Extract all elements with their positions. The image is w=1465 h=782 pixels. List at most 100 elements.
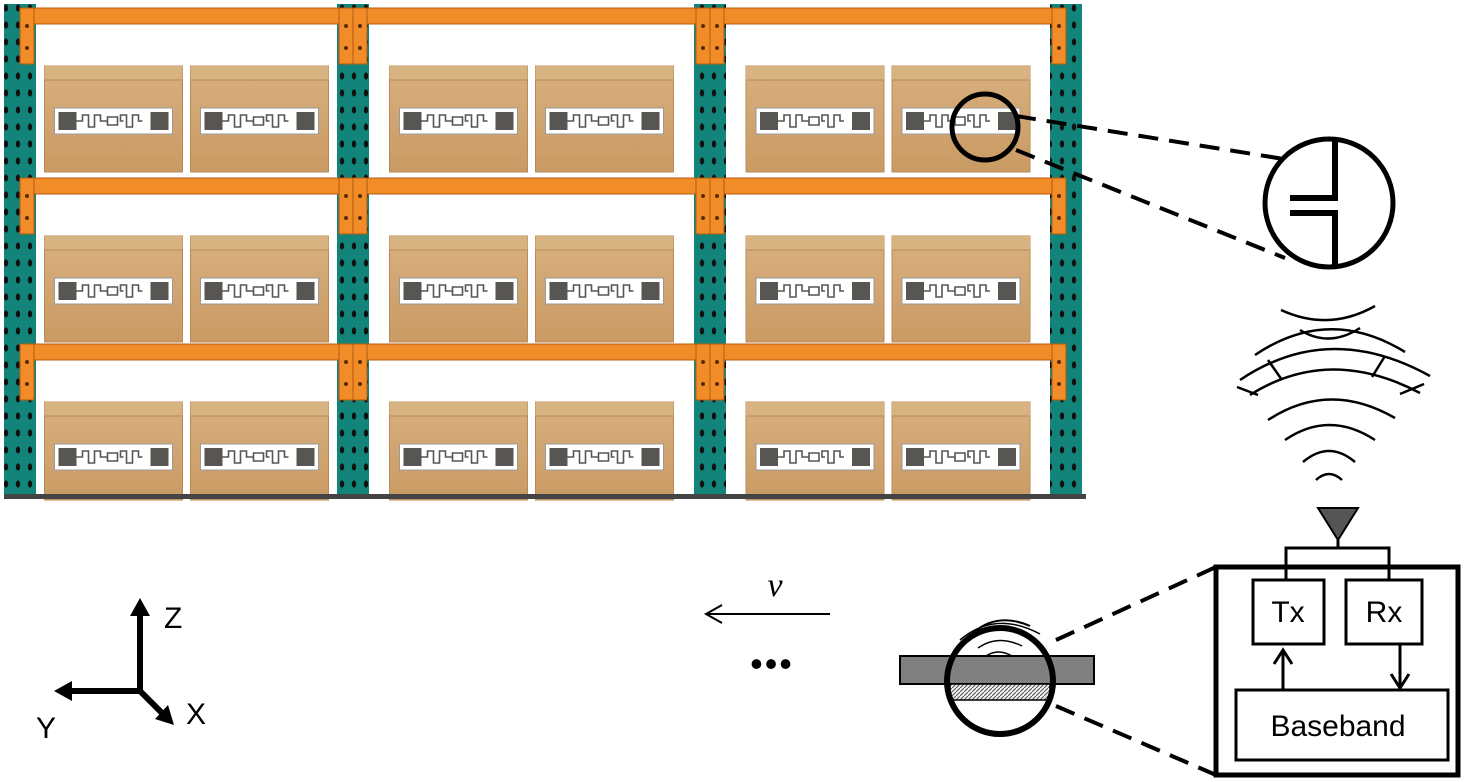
shelf-bracket	[695, 177, 711, 235]
tag-antenna-pad	[906, 282, 924, 300]
tag-antenna-pad	[641, 448, 660, 466]
bracket-bolt	[358, 24, 362, 28]
tag-antenna-pad	[760, 282, 778, 300]
tag-antenna-pad	[760, 112, 778, 130]
shelf-bracket	[352, 177, 368, 235]
box-lid	[190, 66, 329, 80]
bracket-bolt	[25, 46, 29, 50]
shelf-bracket	[19, 343, 35, 401]
bracket-bolt	[715, 194, 719, 198]
shelf-bracket	[338, 343, 354, 401]
shelf-bracket	[709, 343, 725, 401]
box-lid	[190, 236, 329, 250]
tag-antenna-pad	[495, 448, 514, 466]
tag-antenna-pad	[58, 282, 77, 300]
tag-antenna-pad	[150, 282, 169, 300]
box-lid	[389, 402, 528, 416]
shelf-bracket	[19, 7, 35, 65]
baseband-label: Baseband	[1270, 710, 1405, 743]
bracket-bolt	[1057, 382, 1061, 386]
shelf-bracket	[1051, 177, 1067, 235]
box-lid	[535, 66, 674, 80]
continuation-ellipsis: •••	[750, 643, 794, 684]
bracket-bolt	[358, 360, 362, 364]
tag-antenna-trace	[76, 284, 143, 298]
tag-antenna-pad	[495, 112, 514, 130]
tag-antenna-pad	[150, 448, 169, 466]
tx-block	[1251, 578, 1326, 646]
baseband-block	[1234, 688, 1450, 762]
bracket-bolt	[701, 216, 705, 220]
box-lid	[892, 402, 1030, 416]
tag-antenna-pad	[998, 282, 1016, 300]
tag-antenna-trace	[924, 284, 990, 298]
tag-antenna-trace	[222, 114, 289, 128]
box-lid	[746, 236, 884, 250]
shelf-beam	[352, 343, 711, 361]
magnifier-zoom-lines	[1015, 114, 1291, 260]
bracket-bolt	[344, 194, 348, 198]
box-lid	[389, 236, 528, 250]
shelf-bracket	[352, 7, 368, 65]
shelf-bracket	[695, 7, 711, 65]
tag-antenna-pad	[549, 282, 568, 300]
tag-antenna-pad	[852, 112, 870, 130]
tag-antenna-trace	[222, 450, 289, 464]
shelf-upright-holes	[4, 4, 36, 498]
box-lid	[746, 66, 884, 80]
shelf-beam	[709, 177, 1067, 195]
x-axis-arrowhead	[155, 705, 174, 725]
tag-antenna-trace	[567, 450, 634, 464]
bracket-bolt	[25, 360, 29, 364]
shelf-upright-holes	[694, 4, 726, 498]
box-lid	[535, 402, 674, 416]
bracket-bolt	[715, 360, 719, 364]
shelf-upright-holes	[1050, 4, 1082, 498]
box-lid	[892, 236, 1030, 250]
shelf-bracket	[352, 343, 368, 401]
box-lid	[535, 236, 674, 250]
tag-antenna-pad	[852, 448, 870, 466]
tag-antenna-trace	[76, 450, 143, 464]
tag-antenna-pad	[998, 112, 1016, 130]
shelf-bracket	[709, 7, 725, 65]
tag-antenna-trace	[421, 114, 488, 128]
bracket-bolt	[25, 194, 29, 198]
tag-antenna-pad	[852, 282, 870, 300]
bracket-bolt	[358, 216, 362, 220]
shelf-bracket	[1051, 343, 1067, 401]
tag-antenna-trace	[222, 284, 289, 298]
tag-antenna-trace	[567, 284, 634, 298]
tag-antenna-trace	[778, 284, 844, 298]
shelf-bracket	[338, 177, 354, 235]
y-axis-arrowhead	[54, 681, 72, 701]
tag-antenna-pad	[204, 448, 223, 466]
shelf-upright-holes	[337, 4, 369, 498]
tag-antenna-pad	[998, 448, 1016, 466]
bracket-bolt	[358, 46, 362, 50]
box-lid	[389, 66, 528, 80]
z-axis-label: Z	[164, 602, 182, 635]
tag-antenna-trace	[421, 450, 488, 464]
bracket-bolt	[344, 216, 348, 220]
bracket-bolt	[1057, 216, 1061, 220]
tag-antenna-trace	[778, 450, 844, 464]
radio-wave-icon	[1236, 304, 1431, 481]
shelf-bracket	[709, 177, 725, 235]
bracket-bolt	[25, 382, 29, 386]
bracket-bolt	[715, 216, 719, 220]
box-lid	[44, 66, 183, 80]
warehouse-shelf	[4, 4, 1086, 501]
tag-antenna-pad	[906, 112, 924, 130]
bracket-bolt	[701, 360, 705, 364]
tag-antenna-pad	[296, 112, 315, 130]
reader-enclosure	[1213, 564, 1461, 778]
box-lid	[190, 402, 329, 416]
x-axis-label: X	[186, 698, 206, 731]
bracket-bolt	[1057, 360, 1061, 364]
rx-label: Rx	[1366, 596, 1403, 629]
tag-antenna-pad	[549, 448, 568, 466]
bracket-bolt	[1057, 46, 1061, 50]
tag-antenna-pad	[204, 112, 223, 130]
box-lid	[746, 402, 884, 416]
